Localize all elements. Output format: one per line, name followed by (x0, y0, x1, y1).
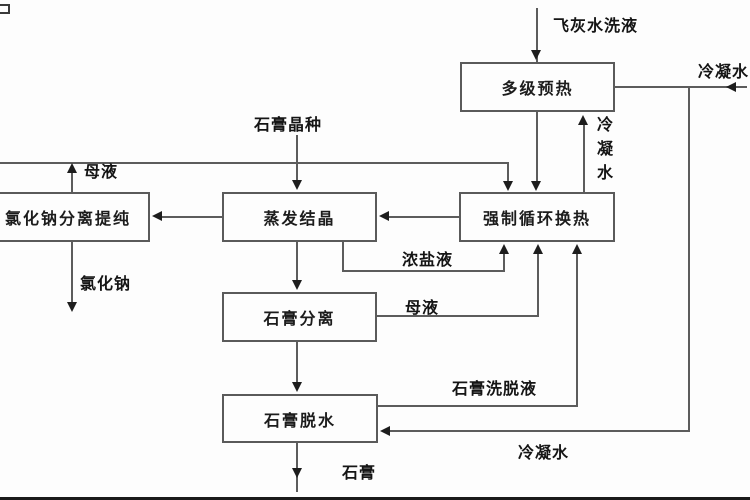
line-condensate-top-horizontal (614, 86, 747, 88)
label-nacl-output: 氯化钠 (80, 274, 132, 293)
arrow-into-evap-icon (379, 211, 389, 221)
arrow-feed-down-icon (531, 50, 541, 60)
line-salt-up (503, 253, 505, 272)
line-gypsum-output (296, 443, 298, 492)
arrow-gypsum-output-icon (292, 468, 302, 478)
line-nacl-output (71, 242, 73, 304)
arrow-condensate-bottom-left-icon (380, 426, 390, 436)
process-box-evap-cryst: 蒸发结晶 (222, 192, 377, 242)
arrow-mother-liquor-into-forced-icon (503, 181, 513, 191)
arrow-forced-to-preheat-icon (578, 115, 588, 125)
line-mother2-horizontal (377, 315, 539, 317)
process-box-gypsum-sep-label: 石膏分离 (263, 309, 336, 328)
process-box-gypsum-dewater-label: 石膏脱水 (263, 410, 336, 430)
line-forced-to-evap (387, 216, 459, 218)
label-gypsum-output: 石膏 (342, 463, 377, 482)
label-gypsum-seed: 石膏晶种 (254, 115, 323, 134)
arrow-seed-down-icon (292, 180, 302, 190)
arrow-wash-up-icon (572, 244, 582, 254)
label-condensate-mid: 冷凝水 (597, 115, 614, 182)
line-feed-vertical (536, 8, 538, 62)
arrow-mother-liquor-up-icon (67, 163, 77, 173)
arrow-gypsumsep-to-dewater-icon (292, 382, 302, 392)
line-evap-to-nacl (160, 216, 222, 218)
line-evap-to-gypsumsep (296, 242, 298, 282)
arrow-evap-to-gypsumsep-icon (292, 280, 302, 290)
line-preheat-to-forced (536, 112, 538, 183)
line-mother-liquor-horizontal (0, 162, 509, 164)
line-wash-horizontal (378, 405, 578, 407)
line-mother-liquor-down (507, 162, 509, 183)
arrow-into-nacl-purify-icon (152, 211, 162, 221)
line-condensate-bottom-horizontal (386, 430, 690, 432)
line-wash-up (576, 253, 578, 407)
process-box-gypsum-sep: 石膏分离 (222, 292, 377, 342)
arrow-preheat-to-forced-icon (531, 181, 541, 191)
label-feed: 飞灰水洗液 (553, 16, 639, 35)
line-seed-vertical (296, 135, 298, 182)
line-gypsumsep-to-dewater (296, 342, 298, 384)
process-box-preheat-label: 多级预热 (501, 79, 574, 98)
line-salt-down (342, 242, 344, 272)
line-mother-liquor-up (71, 172, 73, 192)
label-gypsum-wash-liquid: 石膏洗脱液 (452, 379, 538, 398)
process-box-forced-circ: 强制循环换热 (459, 192, 615, 242)
arrow-nacl-output-icon (67, 302, 77, 312)
arrow-salt-up-icon (499, 244, 509, 254)
process-box-forced-circ-label: 强制循环换热 (482, 209, 591, 228)
process-box-preheat: 多级预热 (460, 62, 615, 112)
process-box-nacl-purify: 氯化钠分离提纯 (0, 192, 150, 242)
label-condensate-top: 冷凝水 (698, 62, 750, 81)
line-condensate-right-vertical (688, 86, 690, 432)
label-mother-liquor-mid: 母液 (405, 298, 440, 317)
process-box-nacl-purify-label: 氯化钠分离提纯 (4, 209, 131, 228)
line-mother2-up (537, 253, 539, 317)
line-forced-to-preheat (583, 124, 585, 192)
label-concentrated-salt: 浓盐液 (402, 250, 454, 269)
process-box-evap-cryst-label: 蒸发结晶 (263, 209, 336, 228)
arrow-mother2-up-icon (533, 244, 543, 254)
line-salt-horizontal (342, 270, 505, 272)
label-mother-liquor-left: 母液 (84, 162, 119, 181)
corner-fragment (0, 4, 10, 14)
arrow-condensate-top-left-icon (726, 82, 736, 92)
label-condensate-bottom: 冷凝水 (518, 443, 570, 462)
bottom-border-line (0, 497, 750, 500)
process-box-gypsum-dewater: 石膏脱水 (222, 394, 378, 443)
